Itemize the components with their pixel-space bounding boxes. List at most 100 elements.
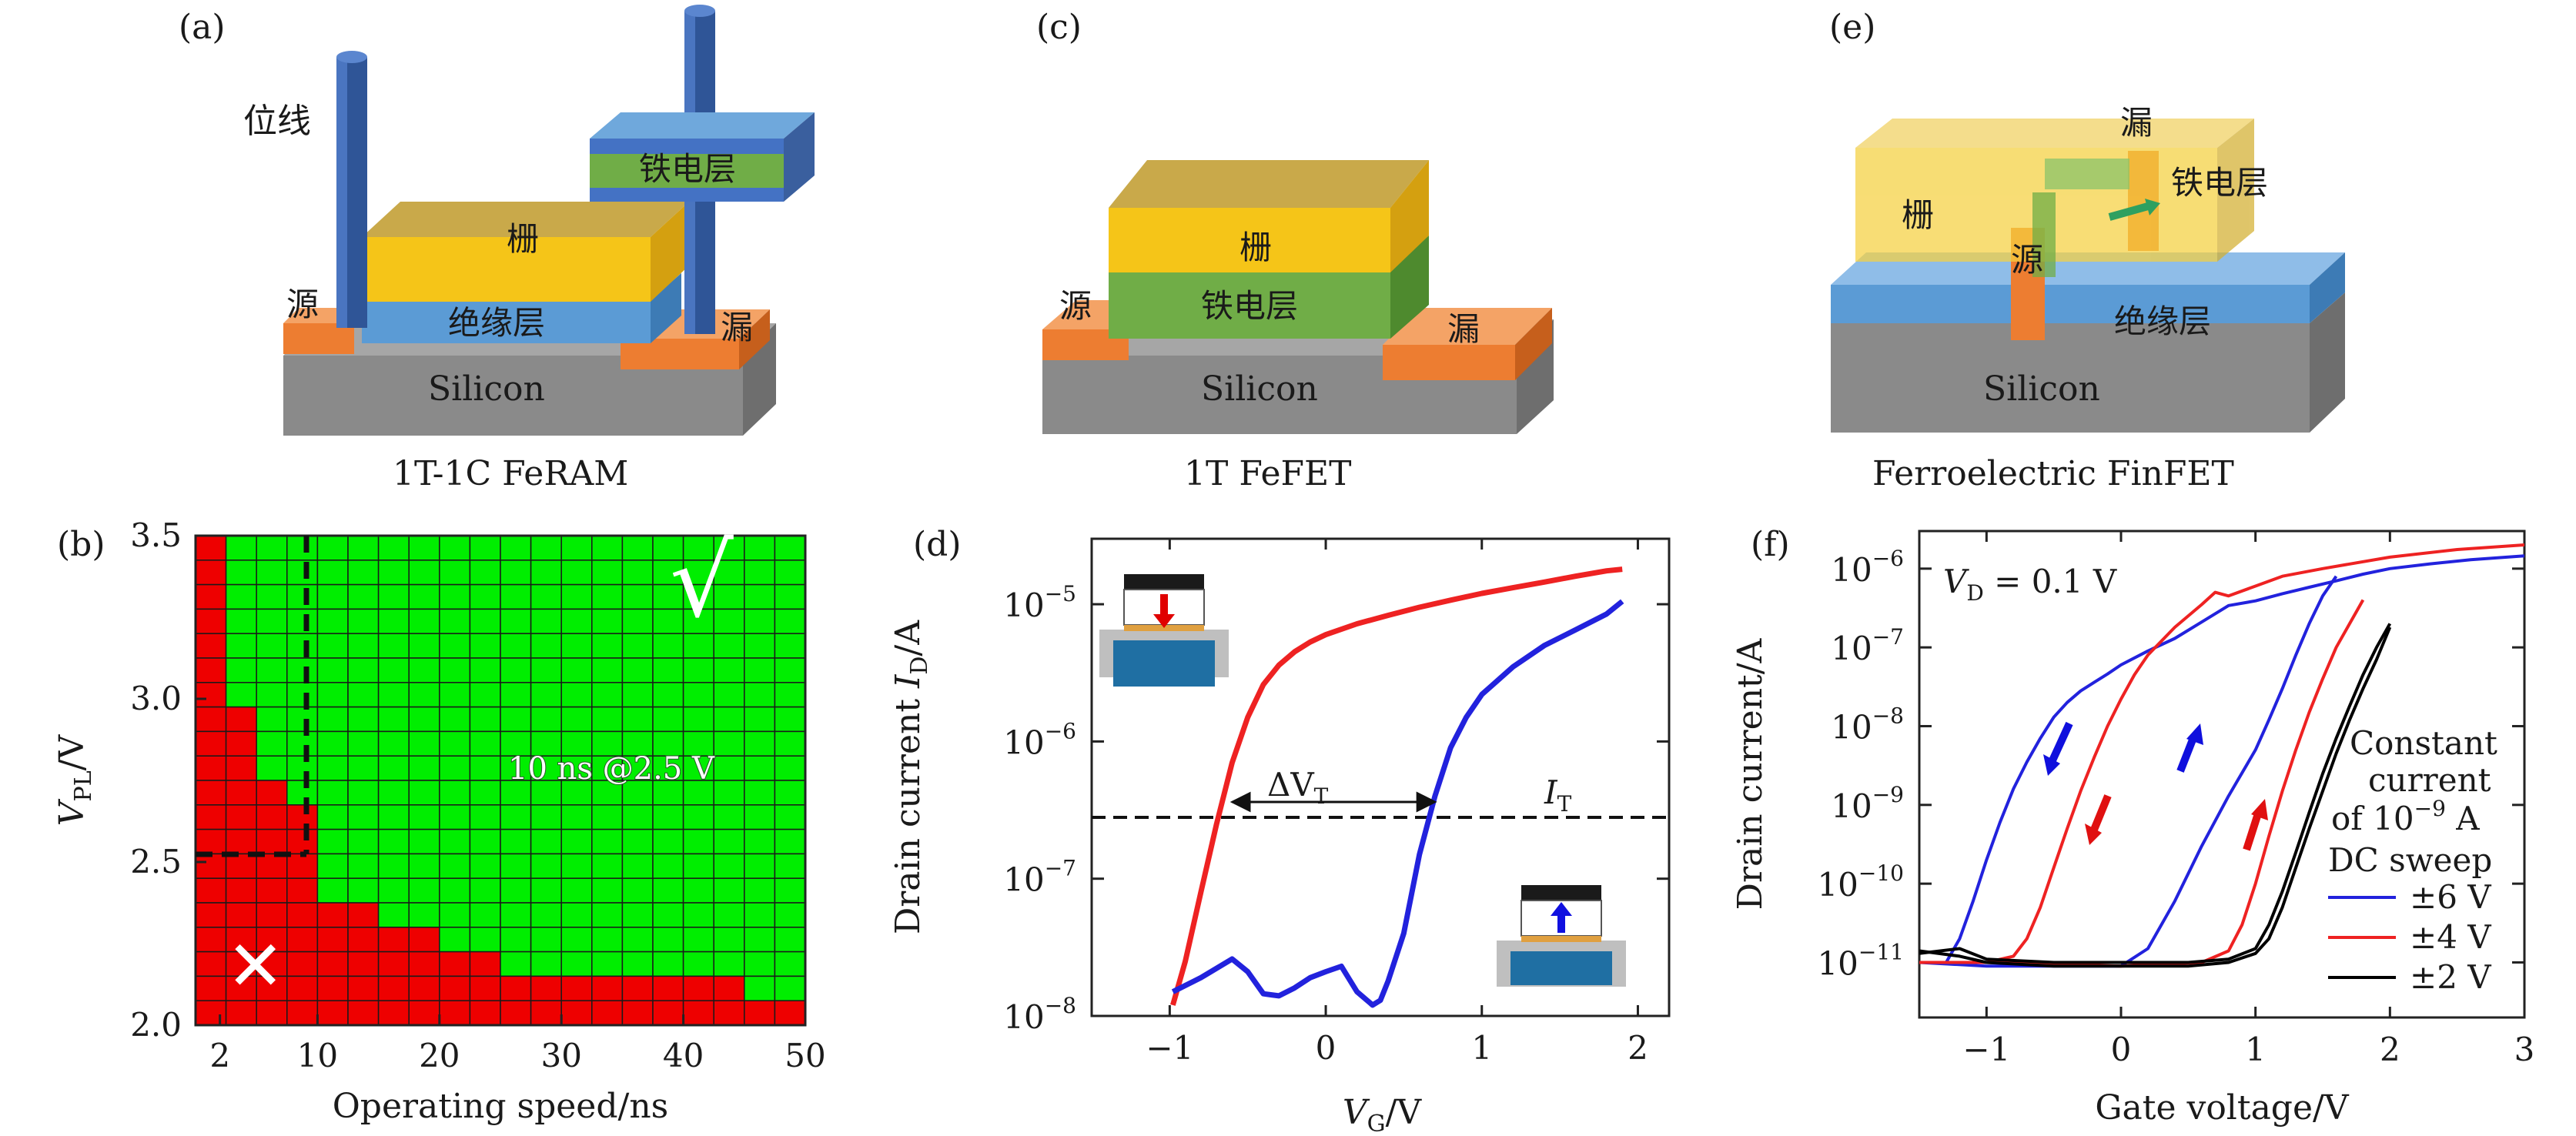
heatmap-cell bbox=[744, 583, 776, 610]
heatmap-cell bbox=[316, 682, 349, 708]
heatmap-cell bbox=[713, 780, 745, 806]
heatmap-cell bbox=[408, 853, 440, 879]
heatmap-cell bbox=[621, 608, 654, 634]
heatmap-cell bbox=[713, 730, 745, 757]
d-ytick-label: 10−6 bbox=[1003, 718, 1076, 761]
b-ytick-label: 3.0 bbox=[130, 680, 182, 717]
heatmap-cell bbox=[225, 730, 257, 757]
a-gate-block bbox=[362, 202, 689, 302]
heatmap-cell bbox=[621, 804, 654, 830]
heatmap-cell bbox=[591, 975, 624, 1001]
heatmap-cell bbox=[621, 755, 654, 781]
heatmap-cell bbox=[256, 780, 288, 806]
heatmap-cell bbox=[682, 927, 714, 953]
panel-b-label: (b) bbox=[57, 525, 105, 564]
e-pointer-head bbox=[2145, 199, 2160, 216]
heatmap-cell bbox=[377, 633, 410, 659]
heatmap-cell bbox=[560, 804, 593, 830]
f-xtick-label: 3 bbox=[2514, 1031, 2535, 1068]
heatmap-cell bbox=[347, 877, 380, 904]
heatmap-cell bbox=[621, 927, 654, 953]
heatmap-cell bbox=[591, 633, 624, 659]
heatmap-cell bbox=[682, 706, 714, 733]
heatmap-cell bbox=[652, 951, 684, 977]
heatmap-cell bbox=[286, 633, 319, 659]
panel-e: (e) 漏 铁电层 栅 源 绝缘层 Silicon Fe bbox=[1829, 8, 2345, 493]
f-xtick-label: 2 bbox=[2380, 1031, 2400, 1068]
heatmap-cell bbox=[469, 583, 501, 610]
heatmap-cell bbox=[225, 682, 257, 708]
heatmap-cell bbox=[408, 804, 440, 830]
heatmap-cell bbox=[560, 633, 593, 659]
b-plot-frame bbox=[194, 534, 807, 1027]
heatmap-cell bbox=[377, 657, 410, 683]
heatmap-cell bbox=[621, 560, 654, 586]
heatmap-cell bbox=[286, 706, 319, 733]
heatmap-cell bbox=[316, 828, 349, 855]
heatmap-cell bbox=[469, 657, 501, 683]
b-fail-symbol: ✕ bbox=[226, 926, 284, 1007]
heatmap-cell bbox=[377, 951, 410, 977]
heatmap-cell bbox=[744, 560, 776, 586]
heatmap-cell bbox=[195, 535, 227, 561]
heatmap-cell bbox=[774, 706, 806, 733]
heatmap-cell bbox=[195, 975, 227, 1001]
b-xlabel: Operating speed/ns bbox=[333, 1087, 669, 1126]
heatmap-cell bbox=[286, 583, 319, 610]
heatmap-cell bbox=[530, 877, 562, 904]
heatmap-cell bbox=[500, 583, 532, 610]
heatmap-cell bbox=[256, 975, 288, 1001]
heatmap-cell bbox=[439, 583, 471, 610]
heatmap-cell bbox=[744, 877, 776, 904]
heatmap-cell bbox=[195, 706, 227, 733]
heatmap-cell bbox=[591, 657, 624, 683]
f-plot-frame bbox=[1918, 530, 2526, 1019]
heatmap-cell bbox=[439, 682, 471, 708]
heatmap-cell bbox=[774, 951, 806, 977]
heatmap-cell bbox=[560, 1000, 593, 1026]
e-source-label: 源 bbox=[2011, 241, 2043, 279]
b-xtick-label: 20 bbox=[419, 1037, 460, 1074]
heatmap-cell bbox=[256, 633, 288, 659]
heatmap-cell bbox=[530, 560, 562, 586]
panel-a-label: (a) bbox=[179, 8, 226, 47]
heatmap-cell bbox=[195, 951, 227, 977]
heatmap-cell bbox=[469, 608, 501, 634]
f-note-line-1: Constant bbox=[2350, 724, 2497, 762]
e-ferro-label: 铁电层 bbox=[2171, 164, 2268, 202]
heatmap-cell bbox=[256, 902, 288, 928]
d-plot-frame bbox=[1090, 537, 1671, 1017]
panel-e-label: (e) bbox=[1829, 8, 1875, 47]
heatmap-cell bbox=[286, 730, 319, 757]
f-series-blue-0 bbox=[1919, 554, 2524, 964]
heatmap-cell bbox=[347, 1000, 380, 1026]
heatmap-cell bbox=[713, 583, 745, 610]
heatmap-cell bbox=[560, 853, 593, 879]
heatmap-cell bbox=[774, 877, 806, 904]
heatmap-cell bbox=[560, 902, 593, 928]
heatmap-cell bbox=[560, 730, 593, 757]
heatmap-cell bbox=[713, 951, 745, 977]
heatmap-cell bbox=[347, 657, 380, 683]
heatmap-cell bbox=[439, 535, 471, 561]
heatmap-cell bbox=[286, 608, 319, 634]
f-legend: ±6 V±4 V±2 V bbox=[2328, 878, 2491, 996]
heatmap-cell bbox=[713, 706, 745, 733]
heatmap-cell bbox=[316, 535, 349, 561]
heatmap-cell bbox=[195, 657, 227, 683]
heatmap-cell bbox=[713, 828, 745, 855]
heatmap-cell bbox=[621, 706, 654, 733]
heatmap-cell bbox=[652, 877, 684, 904]
heatmap-cell bbox=[469, 560, 501, 586]
heatmap-cell bbox=[500, 682, 532, 708]
heatmap-cell bbox=[652, 560, 684, 586]
heatmap-cell bbox=[316, 633, 349, 659]
f-note-line-2: current bbox=[2368, 761, 2491, 799]
heatmap-cell bbox=[621, 853, 654, 879]
f-legend-label: ±2 V bbox=[2410, 958, 2491, 996]
heatmap-cell bbox=[347, 975, 380, 1001]
heatmap-cell bbox=[225, 877, 257, 904]
heatmap-cell bbox=[439, 706, 471, 733]
heatmap-cell bbox=[439, 877, 471, 904]
f-series-black-5 bbox=[1919, 623, 2392, 964]
